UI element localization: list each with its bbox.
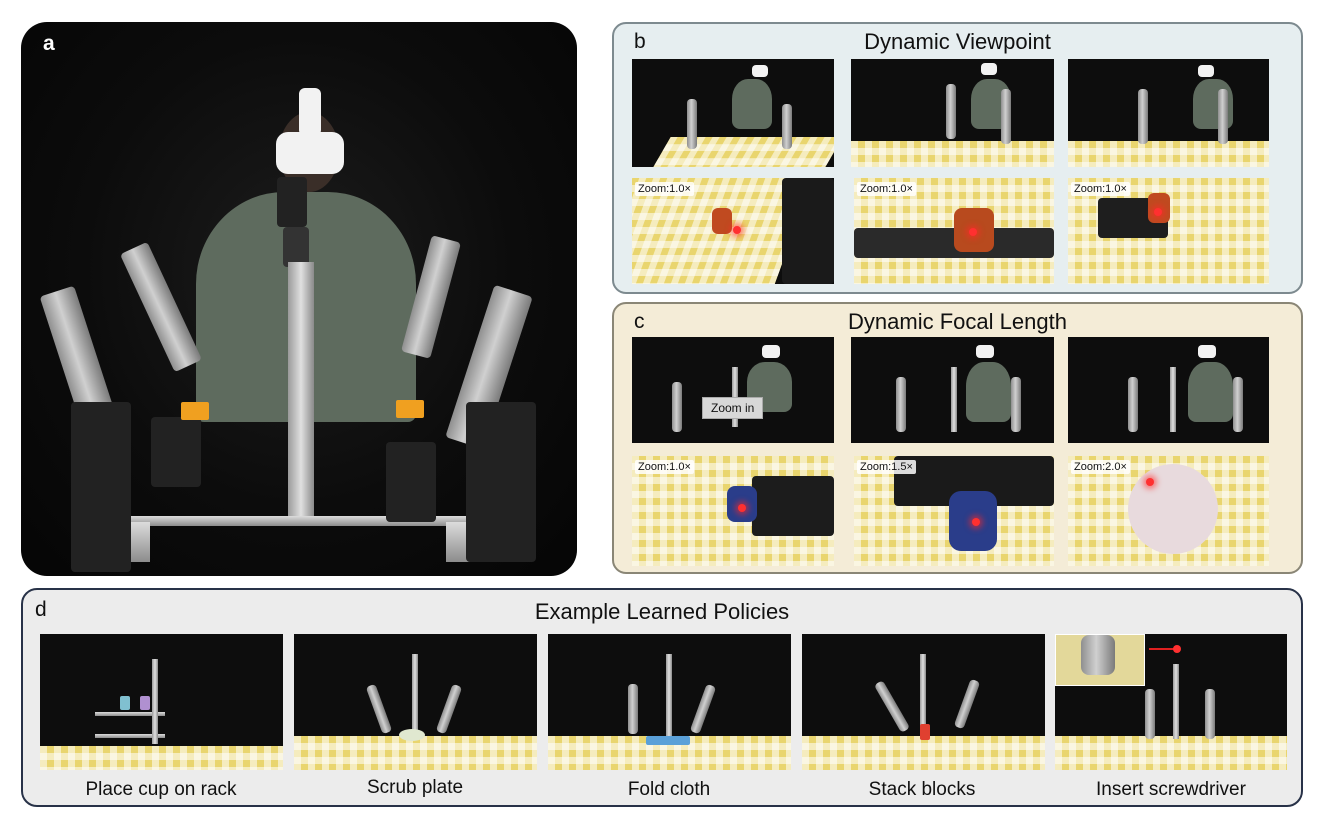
headset-strap <box>299 88 321 136</box>
viewpoint-scene-1 <box>632 59 834 167</box>
panel-label-b: b <box>634 30 646 53</box>
gaze-marker <box>733 226 741 234</box>
inset-arrow-icon <box>1149 648 1175 650</box>
right-estop <box>396 400 424 418</box>
vr-headset <box>276 132 344 174</box>
teleoperation-photo: a <box>21 22 577 576</box>
zoom-label: Zoom:1.0× <box>635 182 694 196</box>
gaze-marker <box>1173 645 1181 653</box>
panel-b-title: Dynamic Viewpoint <box>864 29 1051 54</box>
dynamic-viewpoint-panel: b Dynamic Viewpoint Zoom:1.0× Zoom:1.0× <box>612 22 1303 294</box>
camera-mount <box>283 227 309 267</box>
policy-photo-insert-screwdriver <box>1055 634 1287 770</box>
panel-c-title: Dynamic Focal Length <box>848 309 1067 334</box>
caption-fold-cloth: Fold cloth <box>627 779 711 800</box>
right-gripper <box>386 442 436 522</box>
stereo-camera <box>277 177 307 227</box>
gaze-marker <box>1154 208 1162 216</box>
zoom-label: Zoom:1.0× <box>1071 182 1130 196</box>
viewpoint-scene-3 <box>1068 59 1269 167</box>
left-inner-arm <box>119 241 203 373</box>
camera-pole <box>288 262 314 522</box>
gaze-marker <box>738 504 746 512</box>
zoom-label: Zoom:1.0× <box>635 460 694 474</box>
policy-photo-cup-rack <box>40 634 283 770</box>
policy-photo-scrub-plate <box>294 634 537 770</box>
caption-stack-blocks: Stack blocks <box>868 779 976 800</box>
learned-policies-panel: d Example Learned Policies <box>21 588 1303 807</box>
zoom-label: Zoom:1.5× <box>857 460 916 474</box>
left-estop <box>181 402 209 420</box>
zoom-label: Zoom:1.0× <box>857 182 916 196</box>
viewpoint-camera-3: Zoom:1.0× <box>1068 178 1269 284</box>
focal-scene-1: Zoom in <box>632 337 834 443</box>
panel-label-c: c <box>634 310 645 333</box>
inset-closeup <box>1055 634 1145 686</box>
caption-scrub-plate: Scrub plate <box>366 777 464 798</box>
left-outer-base <box>71 402 131 572</box>
gaze-marker <box>972 518 980 526</box>
gaze-marker <box>969 228 977 236</box>
panel-label-a: a <box>43 32 55 55</box>
focal-scene-2 <box>851 337 1054 443</box>
left-gripper <box>151 417 201 487</box>
caption-place-cup-on-rack: Place cup on rack <box>85 779 237 800</box>
dynamic-focal-length-panel: c Dynamic Focal Length Zoom in Zoom:1.0× <box>612 302 1303 574</box>
focal-camera-3: Zoom:2.0× <box>1068 456 1269 566</box>
panel-label-d: d <box>35 598 47 621</box>
viewpoint-camera-2: Zoom:1.0× <box>854 178 1054 284</box>
policy-photo-stack-blocks <box>802 634 1045 770</box>
viewpoint-scene-2 <box>851 59 1054 167</box>
right-outer-base <box>466 402 536 562</box>
caption-insert-screwdriver: Insert screwdriver <box>1096 779 1246 800</box>
zoom-in-callout: Zoom in <box>702 397 764 419</box>
zoom-label: Zoom:2.0× <box>1071 460 1130 474</box>
panel-d-title: Example Learned Policies <box>534 599 790 624</box>
focal-scene-3 <box>1068 337 1269 443</box>
policy-photo-fold-cloth <box>548 634 791 770</box>
gaze-marker <box>1146 478 1154 486</box>
viewpoint-camera-1: Zoom:1.0× <box>632 178 834 284</box>
base-rail <box>116 516 476 526</box>
focal-camera-1: Zoom:1.0× <box>632 456 834 566</box>
focal-camera-2: Zoom:1.5× <box>854 456 1054 566</box>
